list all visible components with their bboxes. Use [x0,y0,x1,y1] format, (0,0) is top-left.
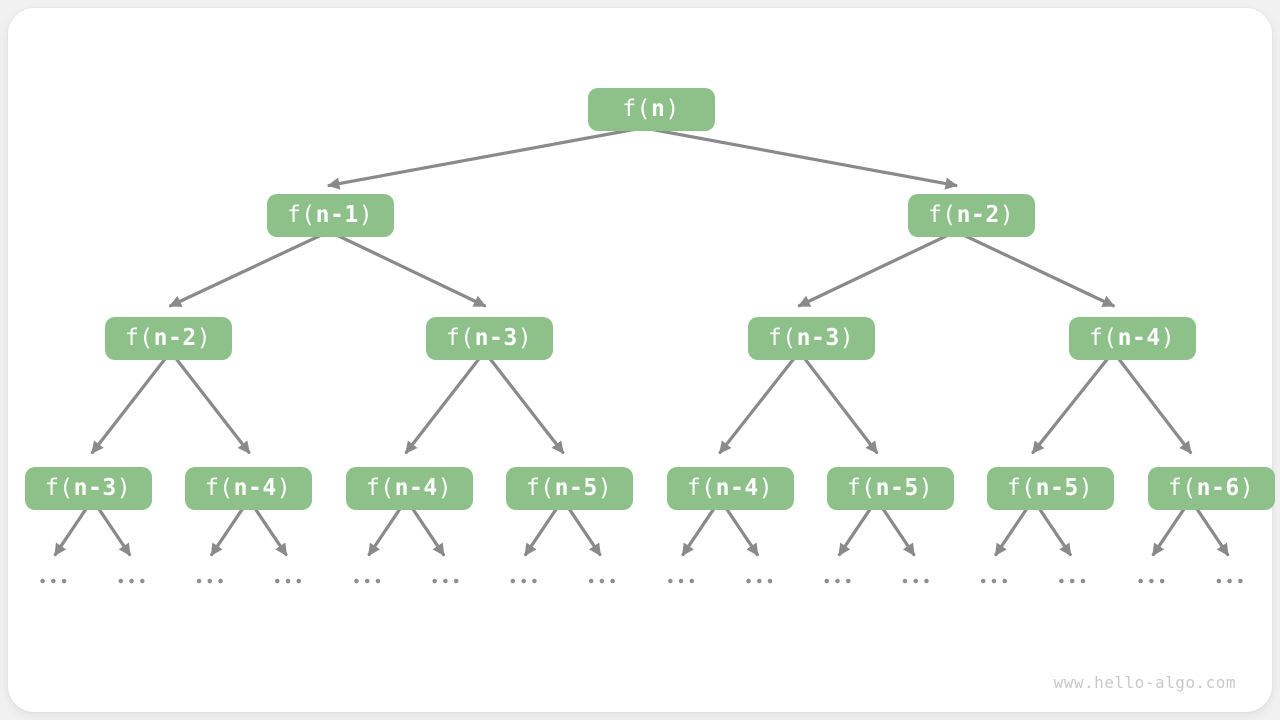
node-label-suffix: ) [517,325,533,351]
tree-node-n14-f-n-6: f(n-6) [1147,466,1275,510]
node-label-arg: n-2 [956,202,1000,228]
node-label-prefix: f( [767,325,797,351]
watermark: www.hello-algo.com [1053,673,1236,692]
node-label-suffix: ) [665,96,680,122]
tree-node-n6-f-n-4: f(n-4) [1068,316,1196,360]
tree-node-n2-f-n-2: f(n-2) [907,193,1035,237]
node-label-suffix: ) [358,202,374,228]
tree-node-n7-f-n-3: f(n-3) [24,466,152,510]
tree-nodes-layer: f(n)f(n-1)f(n-2)f(n-2)f(n-3)f(n-3)f(n-4)… [8,8,1275,712]
node-label-prefix: f( [927,202,957,228]
node-label-suffix: ) [839,325,855,351]
node-label-arg: n-6 [1196,475,1240,501]
node-label-suffix: ) [1078,475,1094,501]
node-label-suffix: ) [1160,325,1176,351]
tree-node-n12-f-n-5: f(n-5) [826,466,954,510]
node-label-prefix: f( [525,475,555,501]
node-label-arg: n-1 [315,202,359,228]
node-label-arg: n-5 [875,475,919,501]
node-label-suffix: ) [918,475,934,501]
node-label-prefix: f( [686,475,716,501]
node-label-arg: n-2 [153,325,197,351]
node-label-suffix: ) [276,475,292,501]
node-label-suffix: ) [116,475,132,501]
tree-node-n1-f-n-1: f(n-1) [266,193,394,237]
node-label-prefix: f( [44,475,74,501]
node-label-prefix: f( [286,202,316,228]
node-label-prefix: f( [445,325,475,351]
diagram-card: f(n)f(n-1)f(n-2)f(n-2)f(n-3)f(n-3)f(n-4)… [8,8,1275,712]
tree-node-n5-f-n-3: f(n-3) [747,316,875,360]
tree-node-n9-f-n-4: f(n-4) [345,466,473,510]
node-label-prefix: f( [204,475,234,501]
node-label-prefix: f( [1088,325,1118,351]
node-label-suffix: ) [758,475,774,501]
node-label-arg: n-5 [1035,475,1079,501]
tree-node-n8-f-n-4: f(n-4) [184,466,312,510]
tree-node-n4-f-n-3: f(n-3) [425,316,553,360]
node-label-suffix: ) [196,325,212,351]
tree-node-n0-f-n: f(n) [587,87,715,131]
node-label-arg: n-3 [796,325,840,351]
tree-node-n10-f-n-5: f(n-5) [505,466,633,510]
node-label-arg: n-5 [554,475,598,501]
node-label-prefix: f( [124,325,154,351]
node-label-prefix: f( [622,96,651,122]
node-label-prefix: f( [1167,475,1197,501]
node-label-prefix: f( [1006,475,1036,501]
node-label-arg: n [650,96,666,122]
node-label-suffix: ) [1239,475,1255,501]
tree-node-n11-f-n-4: f(n-4) [666,466,794,510]
tree-node-n13-f-n-5: f(n-5) [986,466,1114,510]
node-label-prefix: f( [365,475,395,501]
node-label-suffix: ) [999,202,1015,228]
node-label-arg: n-4 [715,475,759,501]
tree-node-n3-f-n-2: f(n-2) [104,316,232,360]
node-label-arg: n-3 [73,475,117,501]
node-label-suffix: ) [597,475,613,501]
node-label-arg: n-4 [1117,325,1161,351]
node-label-arg: n-3 [474,325,518,351]
node-label-prefix: f( [846,475,876,501]
node-label-arg: n-4 [394,475,438,501]
node-label-arg: n-4 [233,475,277,501]
node-label-suffix: ) [437,475,453,501]
